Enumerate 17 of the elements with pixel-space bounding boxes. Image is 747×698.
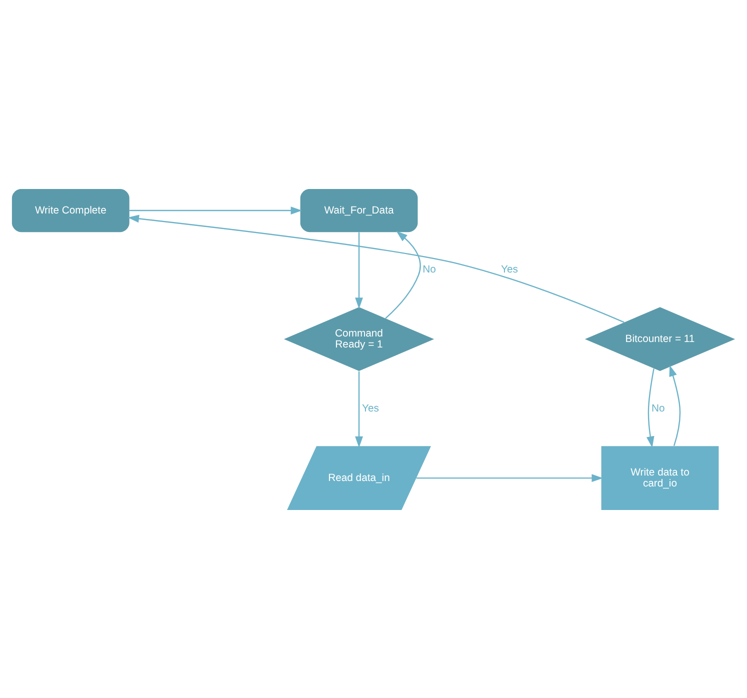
node-box: Write Complete — [12, 188, 130, 232]
arrow — [355, 232, 363, 308]
edge-label: No — [651, 402, 665, 414]
node-box: Write data to card_io — [601, 446, 719, 510]
edge-label: Yes — [362, 402, 380, 414]
node-diamond: Bitcounter = 11 — [584, 306, 736, 371]
arrow — [646, 368, 654, 448]
arrow — [128, 214, 624, 322]
node-box: Wait_For_Data — [300, 188, 418, 232]
arrow — [385, 230, 421, 318]
arrow — [669, 364, 681, 446]
arrow — [130, 206, 302, 214]
arrow — [416, 474, 604, 482]
edge-label: No — [422, 264, 436, 275]
node-diamond: Command Ready = 1 — [284, 306, 434, 371]
edge-label: Yes — [501, 264, 518, 275]
arrow — [355, 370, 363, 448]
